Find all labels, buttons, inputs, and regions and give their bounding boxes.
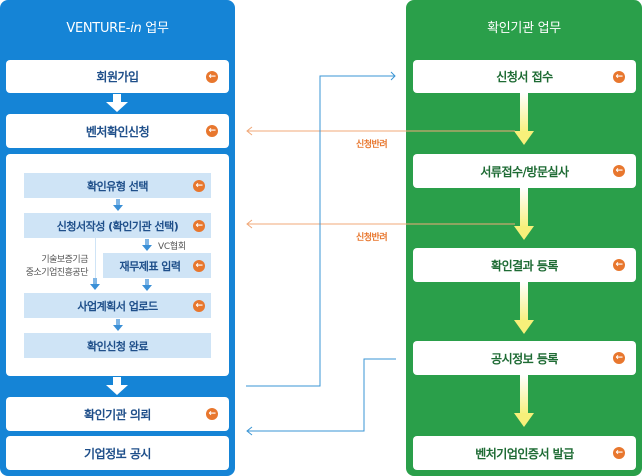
down-arrow-icon [514,282,534,334]
return-arrow-1-icon [246,126,253,136]
arrow-left-circle-icon[interactable]: ← [193,299,205,312]
arrow-left-circle-icon[interactable]: ← [613,259,625,271]
step-document-review-visit[interactable]: 서류접수/방문실사 ← [413,154,636,188]
arrow-left-circle-icon[interactable]: ← [206,408,218,420]
submit-flow-arrow-icon [390,71,396,81]
venture-in-title: VENTURE-in 업무 [66,21,169,36]
down-arrow-icon [106,377,128,395]
step-label: 공시정보 등록 [491,351,558,366]
step-label: 신청서 접수 [496,70,553,84]
down-arrow-icon [90,278,100,290]
substep-label: 재무제표 입력 [119,259,181,273]
arrow-left-circle-icon[interactable]: ← [206,125,218,137]
step-label: 확인결과 등록 [491,258,558,273]
step-label: 확인기관 의뢰 [84,407,151,422]
return-label-2: 신청반려 [356,233,388,243]
down-arrow-icon [113,199,123,211]
vc-note: VC협회 [158,242,186,252]
step-register-disclosure[interactable]: 공시정보 등록 ← [413,341,636,375]
arrow-left-circle-icon[interactable]: ← [193,259,205,272]
application-substeps-panel: 확인유형 선택 ← 신청서작성 (확인기관 선택) ← 기술보증기금 중소기업진… [6,154,229,376]
step-member-join[interactable]: 회원가입 ← [6,60,229,93]
down-arrow-icon [113,319,123,331]
step-venture-apply[interactable]: 벤처확인신청 ← [6,114,229,148]
substep-business-plan-upload[interactable]: 사업계획서 업로드 ← [24,293,211,318]
arrow-left-circle-icon[interactable]: ← [613,447,625,459]
step-label: 벤처기업인증서 발급 [475,446,574,461]
substep-label: 신청서작성 (확인기관 선택) [56,219,179,233]
arrow-left-circle-icon[interactable]: ← [193,219,205,232]
step-issue-venture-certificate[interactable]: 벤처기업인증서 발급 ← [413,436,636,470]
step-label: 기업정보 공시 [84,446,151,461]
step-register-result[interactable]: 확인결과 등록 ← [413,248,636,282]
branch-note: 기술보증기금 중소기업진흥공단 [25,255,89,278]
substep-select-type[interactable]: 확인유형 선택 ← [24,173,211,198]
down-arrow-icon [142,279,152,291]
disclosure-flow-arrow-icon [246,426,253,436]
step-company-info-disclosure: 기업정보 공시 [6,436,229,470]
substep-application-complete: 확인신청 완료 [24,333,211,358]
substep-label: 확인유형 선택 [86,179,149,193]
step-request-confirmation-agency[interactable]: 확인기관 의뢰 ← [6,397,229,431]
return-label-1: 신청반려 [356,140,388,150]
down-arrow-icon [514,93,534,145]
venture-in-panel: VENTURE-in 업무 회원가입 ← 벤처확인신청 ← 확인유형 선택 ← … [0,0,235,476]
down-arrow-icon [142,239,152,251]
arrow-left-circle-icon[interactable]: ← [613,165,625,177]
arrow-left-circle-icon[interactable]: ← [613,352,625,364]
branch-line [95,238,96,278]
step-label: 서류접수/방문실사 [480,164,569,179]
return-arrow-2-icon [246,219,253,229]
down-arrow-icon [106,94,128,112]
substep-write-application[interactable]: 신청서작성 (확인기관 선택) ← [24,213,211,238]
down-arrow-icon [514,188,534,240]
arrow-left-circle-icon[interactable]: ← [206,70,218,83]
substep-label: 사업계획서 업로드 [77,299,158,313]
down-arrow-icon [514,375,534,427]
step-receive-application[interactable]: 신청서 접수 ← [413,60,636,93]
confirmation-agency-title: 확인기관 업무 [487,21,561,36]
step-label: 회원가입 [96,70,139,84]
step-label: 벤처확인신청 [85,124,150,139]
substep-label: 확인신청 완료 [86,339,149,353]
arrow-left-circle-icon[interactable]: ← [613,70,625,83]
confirmation-agency-panel: 확인기관 업무 신청서 접수 ← 서류접수/방문실사 ← 확인결과 등록 ← 공… [406,0,642,476]
substep-financial-input[interactable]: 재무제표 입력 ← [103,253,211,278]
disclosure-flow-line [247,358,396,432]
arrow-left-circle-icon[interactable]: ← [193,179,205,192]
